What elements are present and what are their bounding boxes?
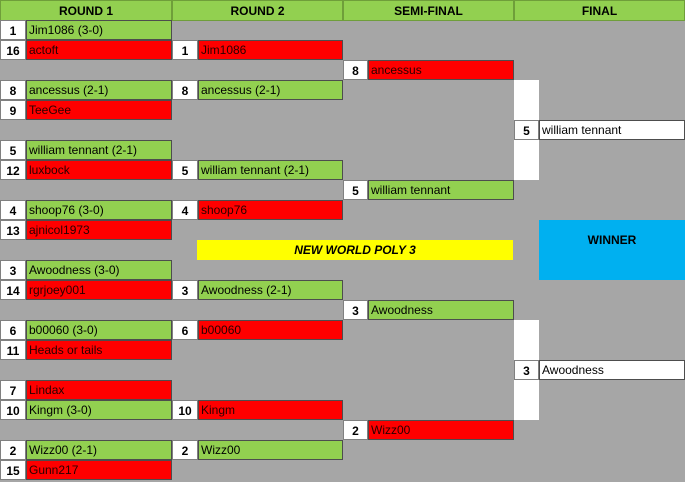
round1-seed: 5 <box>0 140 26 160</box>
header-semi-final: SEMI-FINAL <box>343 0 514 21</box>
round1-player-name: luxbock <box>26 160 172 180</box>
round1-seed: 3 <box>0 260 26 280</box>
semifinal-player-name: Awoodness <box>368 300 514 320</box>
round1-player-name: Kingm (3-0) <box>26 400 172 420</box>
final-seed: 5 <box>514 120 539 140</box>
round1-player-name: Awoodness (3-0) <box>26 260 172 280</box>
header-final: FINAL <box>514 0 685 21</box>
round1-player-name: actoft <box>26 40 172 60</box>
round1-seed: 7 <box>0 380 26 400</box>
semifinal-seed: 5 <box>343 180 368 200</box>
round1-player-name: Jim1086 (3-0) <box>26 20 172 40</box>
semifinal-player-name: ancessus <box>368 60 514 80</box>
round1-seed: 10 <box>0 400 26 420</box>
header-round-1: ROUND 1 <box>0 0 172 21</box>
round2-seed: 5 <box>172 160 198 180</box>
final-player-name: Awoodness <box>539 360 685 380</box>
round2-seed: 2 <box>172 440 198 460</box>
semifinal-seed: 3 <box>343 300 368 320</box>
winner-box: WINNER <box>539 220 685 280</box>
round1-seed: 2 <box>0 440 26 460</box>
round1-player-name: Wizz00 (2-1) <box>26 440 172 460</box>
tournament-title: NEW WORLD POLY 3 <box>197 240 513 260</box>
round1-seed: 14 <box>0 280 26 300</box>
round1-player-name: TeeGee <box>26 100 172 120</box>
round2-player-name: william tennant (2-1) <box>198 160 343 180</box>
round1-seed: 12 <box>0 160 26 180</box>
round1-player-name: william tennant (2-1) <box>26 140 172 160</box>
round2-player-name: Wizz00 <box>198 440 343 460</box>
round2-player-name: Kingm <box>198 400 343 420</box>
round1-seed: 11 <box>0 340 26 360</box>
semifinal-seed: 8 <box>343 60 368 80</box>
round2-seed: 4 <box>172 200 198 220</box>
round2-seed: 10 <box>172 400 198 420</box>
round1-seed: 6 <box>0 320 26 340</box>
semifinal-seed: 2 <box>343 420 368 440</box>
round1-player-name: ajnicol1973 <box>26 220 172 240</box>
round2-player-name: Awoodness (2-1) <box>198 280 343 300</box>
semifinal-player-name: Wizz00 <box>368 420 514 440</box>
header-round-2: ROUND 2 <box>172 0 343 21</box>
round1-player-name: ancessus (2-1) <box>26 80 172 100</box>
round2-seed: 1 <box>172 40 198 60</box>
round1-player-name: Lindax <box>26 380 172 400</box>
round1-seed: 15 <box>0 460 26 480</box>
round2-player-name: ancessus (2-1) <box>198 80 343 100</box>
round2-seed: 8 <box>172 80 198 100</box>
round1-seed: 1 <box>0 20 26 40</box>
round1-seed: 16 <box>0 40 26 60</box>
round2-seed: 6 <box>172 320 198 340</box>
round1-player-name: Heads or tails <box>26 340 172 360</box>
round1-player-name: shoop76 (3-0) <box>26 200 172 220</box>
round2-player-name: shoop76 <box>198 200 343 220</box>
round1-seed: 8 <box>0 80 26 100</box>
round1-seed: 13 <box>0 220 26 240</box>
round1-seed: 4 <box>0 200 26 220</box>
semifinal-player-name: william tennant <box>368 180 514 200</box>
round2-player-name: Jim1086 <box>198 40 343 60</box>
round1-seed: 9 <box>0 100 26 120</box>
round2-seed: 3 <box>172 280 198 300</box>
round1-player-name: Gunn217 <box>26 460 172 480</box>
round1-player-name: rgrjoey001 <box>26 280 172 300</box>
round2-player-name: b00060 <box>198 320 343 340</box>
round1-player-name: b00060 (3-0) <box>26 320 172 340</box>
final-player-name: william tennant <box>539 120 685 140</box>
final-seed: 3 <box>514 360 539 380</box>
